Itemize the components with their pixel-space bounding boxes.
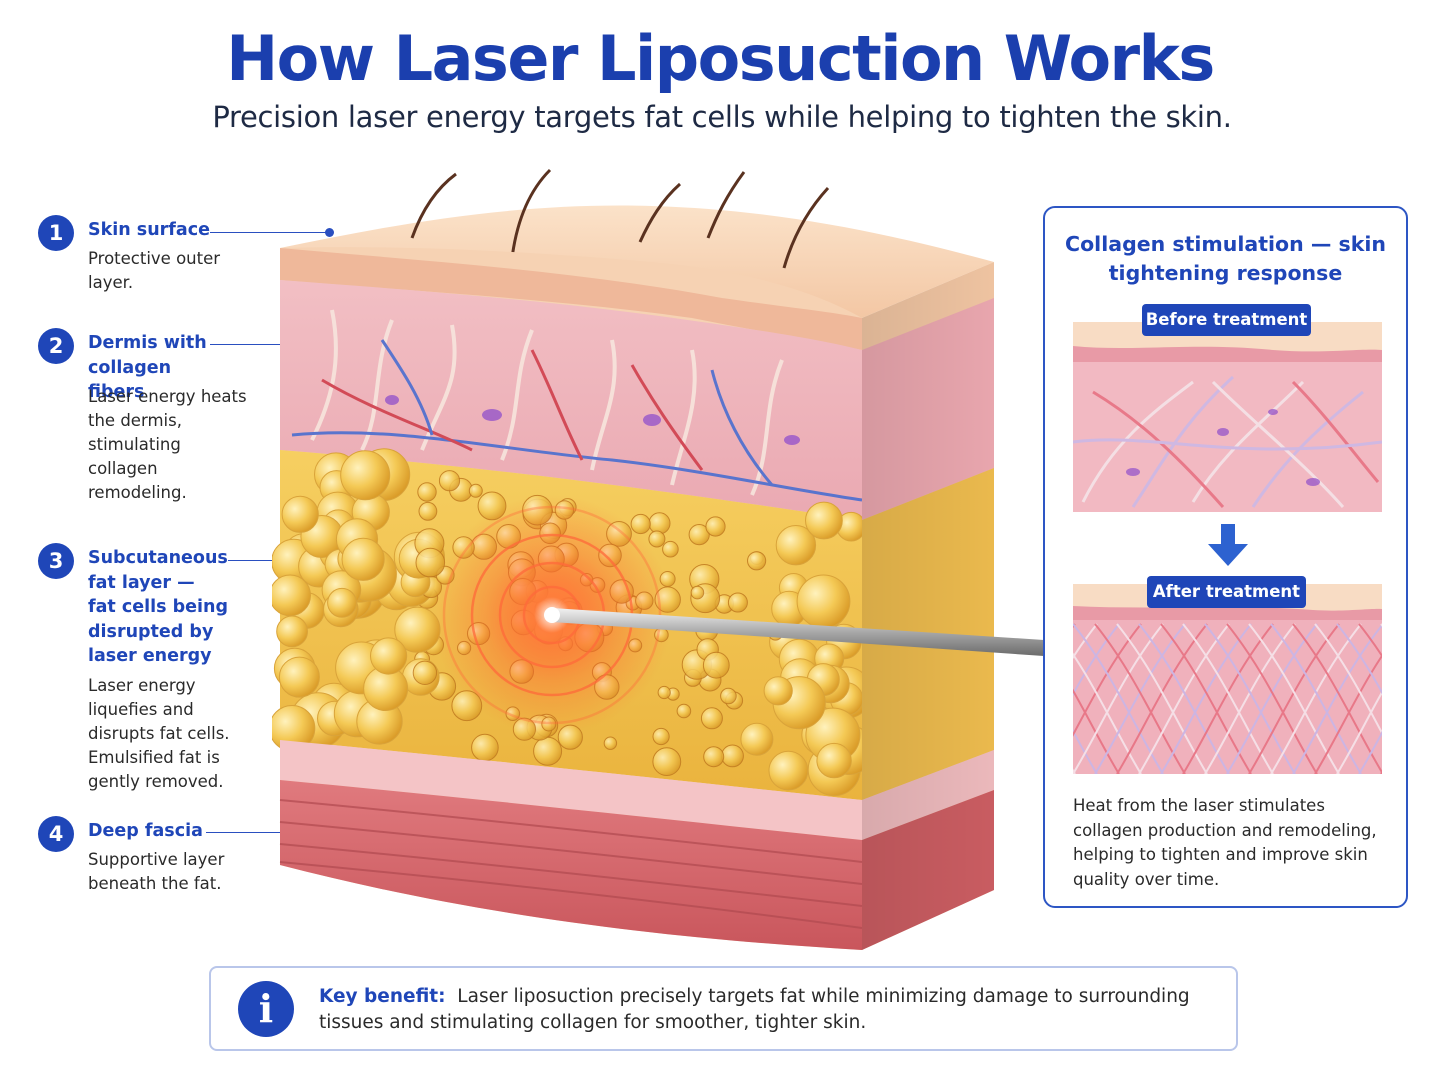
collagen-panel: Collagen stimulation — skin tightening r… bbox=[1043, 206, 1408, 908]
before-treatment-label: Before treatment bbox=[1142, 304, 1311, 336]
down-arrow-icon bbox=[1208, 524, 1248, 566]
leader-line bbox=[210, 344, 310, 345]
key-benefit-text: Key benefit: Laser liposuction precisely… bbox=[319, 984, 1219, 1036]
key-benefit-label: Key benefit: bbox=[319, 986, 446, 1007]
page-subtitle: Precision laser energy targets fat cells… bbox=[212, 100, 1232, 134]
after-treatment-label: After treatment bbox=[1147, 576, 1306, 608]
leader-dot bbox=[325, 228, 334, 237]
callout-dermis: 2 Dermis with collagen fibers Laser ener… bbox=[38, 328, 278, 508]
collagen-panel-title: Collagen stimulation — skin tightening r… bbox=[1065, 232, 1386, 285]
leader-line bbox=[210, 232, 326, 233]
info-icon: i bbox=[238, 981, 294, 1037]
callout-title: Skin surface bbox=[88, 220, 210, 240]
before-treatment-illustration bbox=[1073, 322, 1382, 512]
callout-description: Laser energy heats the dermis, stimulati… bbox=[88, 387, 247, 502]
callout-description: Protective outer layer. bbox=[88, 249, 221, 292]
callout-fat-layer: 3 Subcutaneous fat layer — fat cells bei… bbox=[38, 543, 278, 803]
key-benefit-body: Laser liposuction precisely targets fat … bbox=[319, 986, 1190, 1033]
callout-deep-fascia: 4 Deep fascia Supportive layer beneath t… bbox=[38, 816, 278, 896]
key-benefit-box: i Key benefit: Laser liposuction precise… bbox=[209, 966, 1238, 1051]
callout-description: Laser energy liquefies and disrupts fat … bbox=[88, 676, 230, 791]
callout-number: 2 bbox=[38, 328, 74, 364]
leader-line bbox=[228, 560, 314, 561]
collagen-panel-description: Heat from the laser stimulates collagen … bbox=[1073, 796, 1377, 889]
skin-cross-section-illustration bbox=[272, 168, 1044, 950]
callout-description: Supportive layer beneath the fat. bbox=[88, 850, 225, 893]
callout-number: 1 bbox=[38, 215, 74, 251]
callout-title: Deep fascia bbox=[88, 821, 203, 841]
after-treatment-illustration bbox=[1073, 584, 1382, 774]
callout-title: Dermis with collagen fibers bbox=[88, 333, 207, 402]
page-title: How Laser Liposuction Works bbox=[226, 22, 1215, 95]
callout-number: 3 bbox=[38, 543, 74, 579]
callout-number: 4 bbox=[38, 816, 74, 852]
callout-skin-surface: 1 Skin surface Protective outer layer. bbox=[38, 215, 278, 305]
callout-title: Subcutaneous fat layer — fat cells being… bbox=[88, 548, 229, 666]
leader-line bbox=[206, 832, 314, 833]
